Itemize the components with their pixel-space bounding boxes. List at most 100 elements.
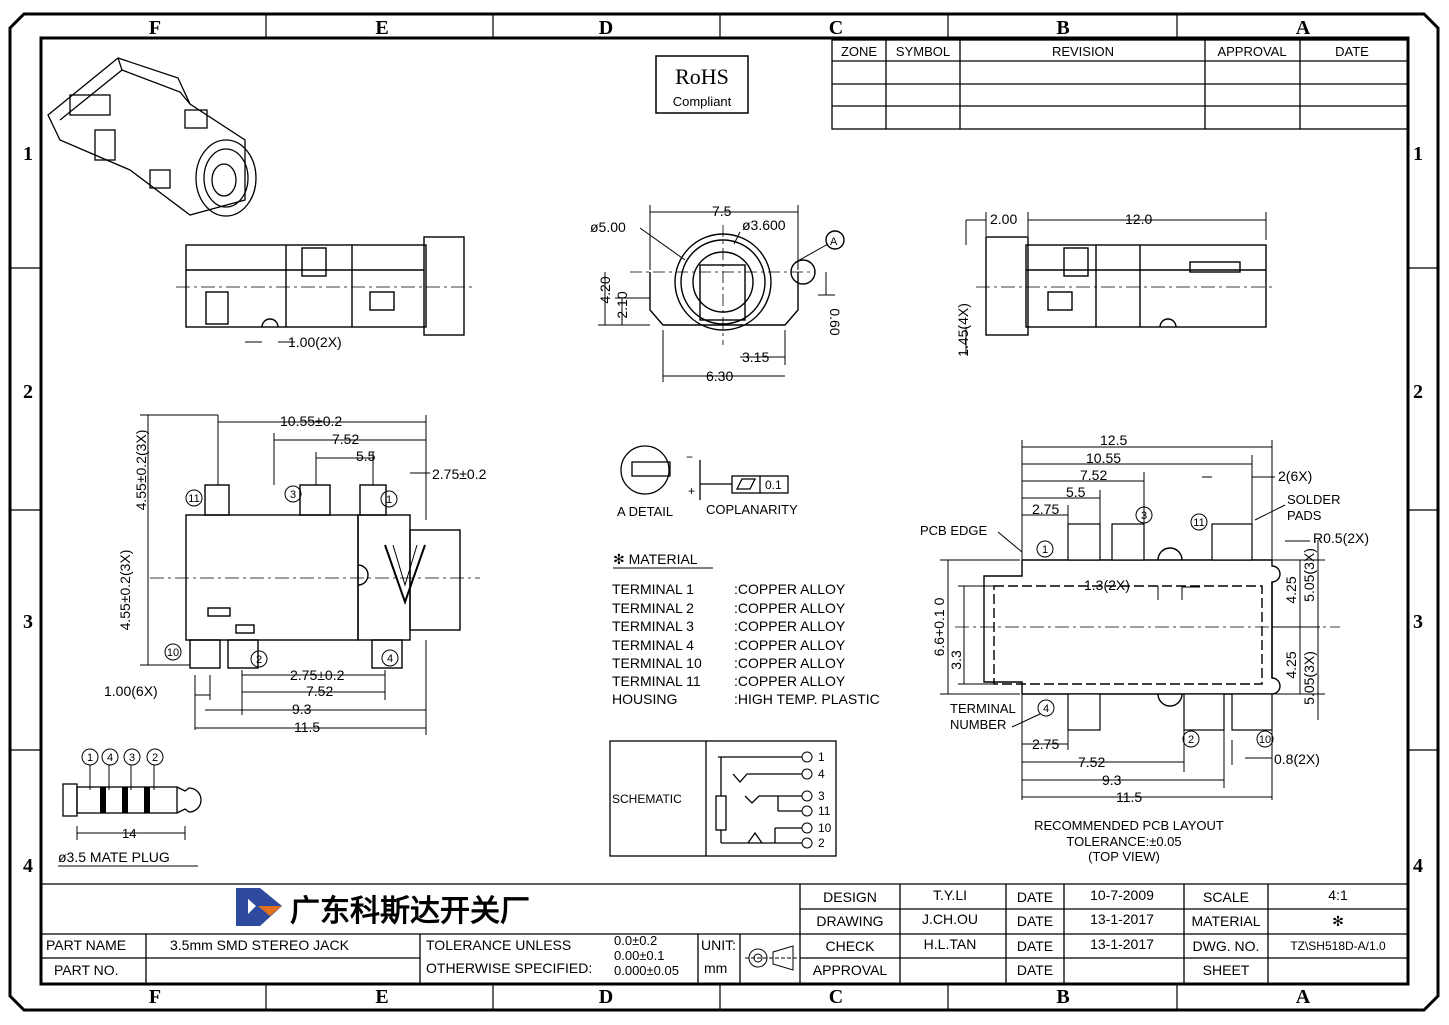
schematic: SCHEMATIC 1 4 3 11 10 2 <box>609 740 837 857</box>
dimension-label: 3.15 <box>742 349 769 365</box>
dimension-label: 1.00(6X) <box>104 683 158 699</box>
title-value: 4:1 <box>1328 887 1348 903</box>
dimension-label: 3.3 <box>948 650 964 670</box>
isometric-view <box>47 57 257 217</box>
title-value: TZ\SH518D-A/1.0 <box>1290 939 1386 953</box>
title-key: SCALE <box>1203 889 1249 905</box>
dimension-label: 2.75 <box>1032 501 1059 517</box>
pin-number: 11 <box>1193 517 1204 529</box>
title-role: APPROVAL <box>813 962 888 978</box>
dimension-label: 6.30 <box>706 368 733 384</box>
title-date: 13-1-2017 <box>1090 936 1154 952</box>
dimension-label: 4.55±0.2(3X) <box>117 550 133 631</box>
dimension-label: 0.60 <box>827 308 843 335</box>
title-key: MATERIAL <box>1192 913 1261 929</box>
title-value: ✻ <box>1332 913 1344 929</box>
dimension-label: 7.5 <box>712 203 732 219</box>
title-role: DESIGN <box>823 889 877 905</box>
schematic-label: SCHEMATIC <box>612 792 682 806</box>
zone-label-side: 2 <box>23 381 33 403</box>
material-list: ✻ MATERIAL TERMINAL 1 :COPPER ALLOY TERM… <box>612 551 880 707</box>
material-value: :COPPER ALLOY <box>734 618 846 634</box>
zone-label-top: E <box>375 17 388 39</box>
pin-number: 1 <box>386 494 392 506</box>
revision-header: ZONE <box>841 44 877 59</box>
detail-minus-sign: − <box>686 450 693 464</box>
dimension-label: 10.55 <box>1086 450 1121 466</box>
dimension-label: 7.52 <box>1080 467 1107 483</box>
material-part: TERMINAL 10 <box>612 655 702 671</box>
material-part: TERMINAL 3 <box>612 618 694 634</box>
rohs-label: RoHS <box>675 64 729 89</box>
tolerance-value: 0.000±0.05 <box>614 963 679 978</box>
material-value: :COPPER ALLOY <box>734 600 846 616</box>
plug-pin: 3 <box>129 752 135 764</box>
schematic-pin: 2 <box>818 836 825 850</box>
dimension-label: 4.20 <box>597 276 613 303</box>
material-part: TERMINAL 11 <box>612 673 701 689</box>
title-date-label: DATE <box>1017 889 1053 905</box>
detail-marker: A <box>830 236 838 248</box>
zone-label-bottom: D <box>599 986 613 1008</box>
dimension-label: 7.52 <box>1078 754 1105 770</box>
pcb-caption: (TOP VIEW) <box>1088 849 1160 864</box>
tolerance-label: OTHERWISE SPECIFIED: <box>426 960 592 976</box>
dimension-label: 2.10 <box>614 291 630 318</box>
tolerance-value: 0.00±0.1 <box>614 948 665 963</box>
zone-label-side: 1 <box>23 143 33 165</box>
rohs-sublabel: Compliant <box>673 94 732 109</box>
part-name-value: 3.5mm SMD STEREO JACK <box>170 937 350 953</box>
dimension-label: 11.5 <box>1116 789 1142 805</box>
dimension-label: 2.75 <box>1032 736 1059 752</box>
pcb-layout: 12.5 10.55 7.52 5.5 2.75 2(6X) 2.75 7.52… <box>920 432 1369 864</box>
dimension-label: 11.5 <box>294 719 320 735</box>
dimension-label: 7.52 <box>306 683 333 699</box>
detail-a: − + 0.1 A DETAIL COPLANARITY <box>617 445 798 519</box>
dimension-label: 6.6+0.1 0 <box>931 597 947 656</box>
detail-label: A DETAIL <box>617 504 673 519</box>
pin-number: 4 <box>1043 703 1049 715</box>
front-view: 7.5 ø5.00 ø3.600 A 4.20 2.10 0.60 3.15 6… <box>590 203 845 384</box>
dimension-label: 1.3(2X) <box>1084 577 1130 593</box>
right-side-view: 2.00 12.0 1.45(4X) <box>955 211 1276 357</box>
title-date: 10-7-2009 <box>1090 887 1154 903</box>
zone-label-top: F <box>149 17 161 39</box>
plug-caption: ø3.5 MATE PLUG <box>58 849 170 865</box>
dimension-label: 9.3 <box>292 701 312 717</box>
title-date-label: DATE <box>1017 913 1053 929</box>
title-role: DRAWING <box>816 913 883 929</box>
title-person: T.Y.LI <box>933 887 967 903</box>
pin-number: 1 <box>1042 544 1048 556</box>
tolerance-value: 0.0±0.2 <box>614 933 657 948</box>
dimension-label: 14 <box>122 826 136 841</box>
zone-label-side: 3 <box>1413 611 1423 633</box>
title-date: 13-1-2017 <box>1090 911 1154 927</box>
dimension-label: 4.25 <box>1283 576 1299 603</box>
material-value: :COPPER ALLOY <box>734 655 846 671</box>
material-part: TERMINAL 4 <box>612 637 694 653</box>
dimension-label: ø5.00 <box>590 219 626 235</box>
pin-number: 2 <box>1188 734 1194 746</box>
detail-plus-sign: + <box>688 484 695 498</box>
dimension-label: 12.5 <box>1100 432 1127 448</box>
zone-label-side: 4 <box>23 855 33 877</box>
zone-label-bottom: F <box>149 986 161 1008</box>
top-view: 10.55±0.2 7.52 5.5 2.75±0.2 4.55±0.2(3X)… <box>104 413 487 735</box>
zone-label-side: 2 <box>1413 381 1423 403</box>
schematic-pin: 3 <box>818 789 825 803</box>
schematic-pin: 10 <box>818 821 832 835</box>
terminal-number-label: NUMBER <box>950 717 1006 732</box>
dimension-label: 2.75±0.2 <box>290 667 345 683</box>
zone-label-bottom: B <box>1056 986 1069 1008</box>
zone-label-top: B <box>1056 17 1069 39</box>
dimension-label: 7.52 <box>332 431 359 447</box>
plug-pin: 2 <box>152 752 158 764</box>
mate-plug: 1 4 3 2 14 ø3.5 MATE PLUG <box>58 748 202 867</box>
dimension-label: 5.05(3X) <box>1301 548 1317 602</box>
plug-pin: 4 <box>107 752 113 764</box>
pin-number: 3 <box>290 489 296 501</box>
revision-header: REVISION <box>1052 44 1114 59</box>
schematic-pin: 11 <box>818 804 831 818</box>
solder-pads-label: SOLDER <box>1287 492 1340 507</box>
